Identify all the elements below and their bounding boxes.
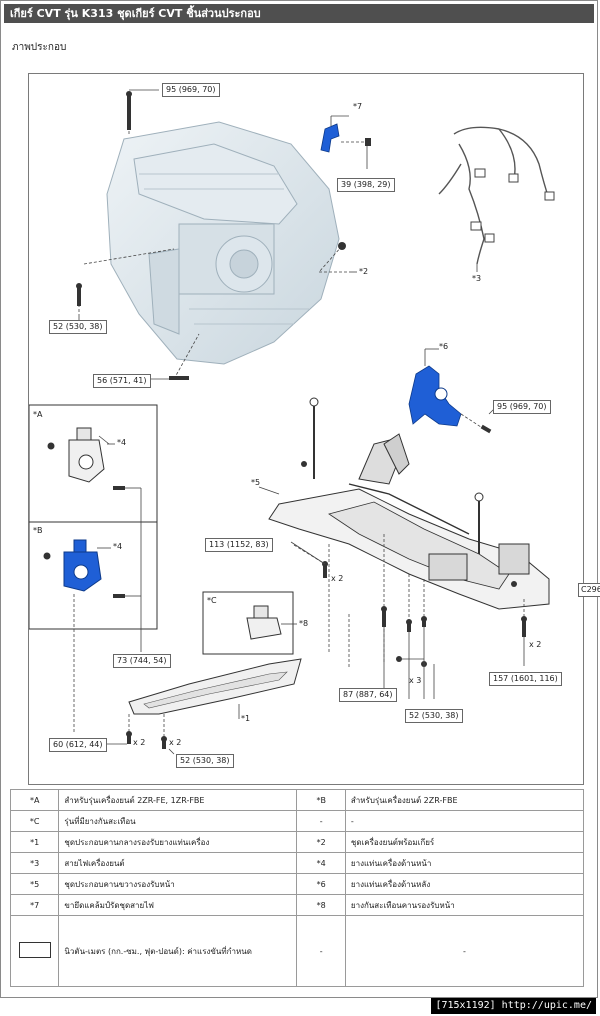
legend-code: *3 — [9, 852, 60, 874]
torque-callout-member-right-bolt: 52 (530, 38) — [176, 754, 234, 768]
quantity-label-center: x 3 — [409, 676, 422, 685]
label-part-4-a: *4 — [117, 438, 127, 447]
legend-row: *3 สายไฟเครื่องยนต์ *4 ยางแท่นเครื่องด้า… — [9, 852, 585, 874]
center-engine-mount-member-illustration — [128, 658, 302, 719]
label-box-b: *B — [33, 526, 43, 535]
parts-diagram: 95 (969, 70) 39 (398, 29) 52 (530, 38) 5… — [28, 73, 584, 785]
label-box-a: *A — [33, 410, 43, 419]
quantity-label-member-left: x 2 — [133, 738, 146, 747]
page-title: เกียร์ CVT รุ่น K313 ชุดเกียร์ CVT ชิ้นส… — [4, 4, 594, 23]
front-mount-a-illustration — [47, 427, 141, 490]
legend-description: สำหรับรุ่นเครื่องยนต์ 2ZR-FE, 1ZR-FBE — [58, 789, 298, 811]
legend-description: ยางกันสะเทือนคานรองรับหน้า — [344, 894, 585, 916]
legend-code: - — [296, 915, 346, 987]
label-part-7: *7 — [353, 102, 363, 111]
legend-code: - — [296, 810, 346, 832]
torque-callout-engine-top-bolt: 95 (969, 70) — [162, 83, 220, 97]
label-part-6: *6 — [439, 342, 449, 351]
section-heading: ภาพประกอบ — [12, 42, 67, 53]
torque-callout-crossmember-bolt: 113 (1152, 83) — [205, 538, 273, 552]
legend-description: สำหรับรุ่นเครื่องยนต์ 2ZR-FBE — [344, 789, 585, 811]
legend-table: *A สำหรับรุ่นเครื่องยนต์ 2ZR-FE, 1ZR-FBE… — [9, 789, 585, 987]
front-mount-b-illustration — [43, 539, 125, 598]
legend-description: ชุดเครื่องยนต์พร้อมเกียร์ — [344, 831, 585, 853]
legend-description: สายไฟเครื่องยนต์ — [58, 852, 298, 874]
torque-callout-center-bolt: 87 (887, 64) — [339, 688, 397, 702]
torque-description: นิวตัน-เมตร (กก.-ซม., ฟุต-ปอนด์): ค่าแรง… — [58, 915, 298, 987]
harness-bracket-illustration — [320, 115, 371, 169]
torque-callout-engine-lower-bolt: 56 (571, 41) — [93, 374, 151, 388]
engine-wire-harness-illustration — [438, 126, 550, 265]
legend-code: *1 — [9, 831, 60, 853]
legend-description: ขายึดแคล้มป์รัดชุดสายไฟ — [58, 894, 298, 916]
torque-callout-harness-bracket: 39 (398, 29) — [337, 178, 395, 192]
label-part-4-b: *4 — [113, 542, 123, 551]
legend-code: *A — [9, 789, 60, 811]
torque-callout-front-mount-bolt: 73 (744, 54) — [113, 654, 171, 668]
torque-callout-member-left-bolt: 60 (612, 44) — [49, 738, 107, 752]
page-frame — [0, 0, 598, 998]
diagram-drawing — [29, 89, 555, 755]
legend-description: ชุดประกอบคานขวางรองรับหน้า — [58, 873, 298, 895]
legend-description: ยางแท่นเครื่องด้านหน้า — [344, 852, 585, 874]
label-part-8: *8 — [299, 619, 309, 628]
torque-callout-crossmember-frame-bolt: 157 (1601, 116) — [489, 672, 562, 686]
figure-id-tag: C296 — [578, 583, 600, 597]
legend-code: *5 — [9, 873, 60, 895]
front-crossmember-illustration — [268, 397, 550, 610]
legend-code: *4 — [296, 852, 346, 874]
quantity-label-crossmember: x 2 — [331, 574, 344, 583]
legend-row: *5 ชุดประกอบคานขวางรองรับหน้า *6 ยางแท่น… — [9, 873, 585, 895]
legend-code: *6 — [296, 873, 346, 895]
torque-callout-symbol — [18, 942, 51, 958]
legend-row: *A สำหรับรุ่นเครื่องยนต์ 2ZR-FE, 1ZR-FBE… — [9, 789, 585, 811]
image-watermark: [715x1192] http://upic.me/ — [431, 998, 596, 1014]
legend-description: - — [344, 915, 585, 987]
quantity-label-member-right: x 2 — [169, 738, 182, 747]
quantity-label-frame: x 2 — [529, 640, 542, 649]
torque-symbol-cell — [9, 915, 60, 987]
legend-description: รุ่นที่มียางกันสะเทือน — [58, 810, 298, 832]
legend-description: ชุดประกอบคานกลางรองรับยางแท่นเครื่อง — [58, 831, 298, 853]
legend-code: *B — [296, 789, 346, 811]
label-part-1: *1 — [241, 714, 251, 723]
legend-row: *C รุ่นที่มียางกันสะเทือน - - — [9, 810, 585, 832]
legend-row-torque: นิวตัน-เมตร (กก.-ซม., ฟุต-ปอนด์): ค่าแรง… — [9, 915, 585, 987]
label-part-5: *5 — [251, 478, 261, 487]
legend-code: *8 — [296, 894, 346, 916]
crossmember-damper-illustration — [246, 605, 297, 640]
label-part-3: *3 — [472, 274, 482, 283]
legend-row: *1 ชุดประกอบคานกลางรองรับยางแท่นเครื่อง … — [9, 831, 585, 853]
legend-description: ยางแท่นเครื่องด้านหลัง — [344, 873, 585, 895]
torque-callout-center-nut: 52 (530, 38) — [405, 709, 463, 723]
torque-callout-rear-mount-bolt: 95 (969, 70) — [493, 400, 551, 414]
legend-code: *7 — [9, 894, 60, 916]
torque-callout-engine-left-bolt: 52 (530, 38) — [49, 320, 107, 334]
engine-assembly-illustration — [106, 121, 340, 365]
rear-mount-illustration — [408, 348, 496, 434]
legend-description: - — [344, 810, 585, 832]
legend-row: *7 ขายึดแคล้มป์รัดชุดสายไฟ *8 ยางกันสะเท… — [9, 894, 585, 916]
legend-code: *2 — [296, 831, 346, 853]
legend-code: *C — [9, 810, 60, 832]
label-box-c: *C — [207, 596, 217, 605]
label-part-2: *2 — [359, 267, 369, 276]
